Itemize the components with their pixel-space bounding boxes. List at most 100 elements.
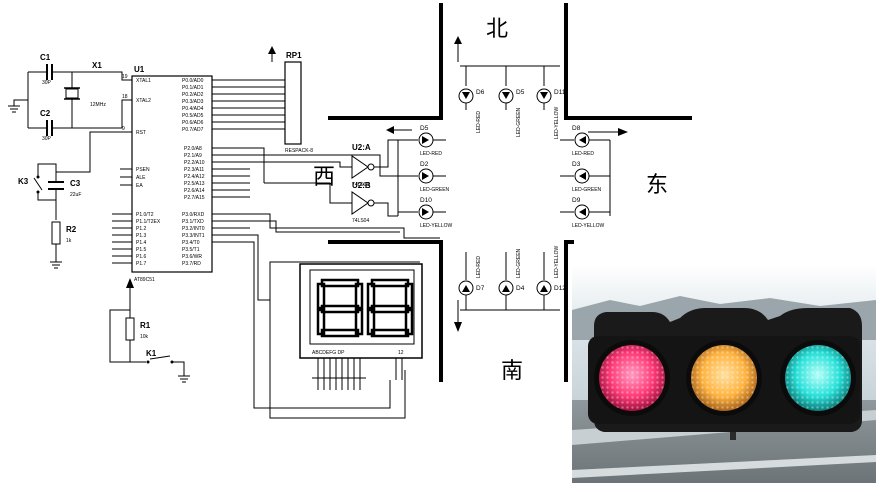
led-ref: D4 [516,285,525,292]
pin-number: 19 [122,74,128,80]
led-south-red: D7 LED-RED [458,252,485,310]
pin-label: P3.7/RD [182,261,201,267]
led-ref: D12 [554,285,566,292]
arrow-south-icon [454,300,462,332]
led-ref: D5 [420,125,429,132]
led-type: LED-GREEN [516,107,522,137]
rp1-value: RESPACK-8 [285,148,313,154]
k3-ref: K3 [18,177,29,186]
led-type: LED-YELLOW [420,223,453,229]
pin-number: 9 [122,126,125,132]
led-group-south: D7 LED-RED D4 LED-GREEN D12 LED-YELLOW [458,245,566,311]
road-nw-corner [328,3,443,120]
led-group-north: D6 LED-RED D5 LED-GREEN D11 LED-YELLOW [458,65,566,139]
pin-label: P2.3/A11 [184,167,204,173]
led-ref: D2 [420,161,429,168]
led-ref: D6 [476,89,485,96]
led-type: LED-GREEN [572,187,602,193]
intersection-roads [328,3,692,382]
led-east-red: D8 LED-RED [560,125,610,157]
display-digit-labels: 12 [398,350,404,356]
direction-south: 南 [501,359,523,384]
pin-number: 18 [122,94,128,100]
light-green-icon [780,340,856,416]
led-type: LED-YELLOW [572,223,605,229]
display-pin-labels: ABCDEFG DP [312,350,345,356]
pin-label: P3.0/RXD [182,212,205,218]
rp1-ref: RP1 [286,51,302,60]
pin-label: XTAL1 [136,78,151,84]
r1-ref: R1 [140,321,151,330]
inverter-u2a: U2:A 74LS04 [250,139,398,188]
u2b-value: 74LS04 [352,218,369,224]
pin-label: P3.6/WR [182,254,202,260]
reset-section: K3 C3 22uF R2 1k [18,131,132,269]
arrow-west-icon [386,126,412,134]
c2-ref: C2 [40,109,51,118]
light-yellow-icon [686,340,762,416]
pin-label: P0.1/AD1 [182,85,204,91]
seven-segment-display: ABCDEFG DP 12 [299,263,423,390]
led-type: LED-YELLOW [554,106,560,139]
led-type: LED-YELLOW [554,245,560,278]
road-sw-corner [328,240,443,382]
mcu-ref: U1 [134,65,145,74]
k1-ref: K1 [146,349,157,358]
pin-label: P3.1/TXD [182,219,204,225]
c1-value: 30P [42,80,52,86]
led-ref: D10 [420,197,432,204]
pin-label: P0.7/AD7 [182,127,204,133]
led-ref: D5 [516,89,525,96]
led-ref: D3 [572,161,581,168]
pin-label: P1.5 [136,247,147,253]
pin-label: P1.7 [136,261,147,267]
led-ref: D7 [476,285,485,292]
pin-label: XTAL2 [136,98,151,104]
mcu-port2: P2.0/A8 P2.1/A9 P2.2/A10 P2.3/A11 P2.4/A… [184,146,205,201]
mcu-port0-wires [212,79,285,130]
oscillator-section: C1 30P C2 30P X1 12MHz [8,53,132,142]
x1-ref: X1 [92,61,102,70]
led-west-red: D5 LED-RED [398,125,446,157]
pin-label: P2.4/A12 [184,174,205,180]
pin-label: P0.0/AD0 [182,78,204,84]
pin-label: P1.2 [136,226,147,232]
display-pins [312,358,403,390]
mcu-port3-wires [212,213,250,243]
c2-value: 30P [42,136,52,142]
pin-label: P1.1/T2EX [136,219,161,225]
mcu-port2-wires [212,147,250,198]
pin-label: ALE [136,175,146,181]
led-ref: D11 [554,89,566,96]
u2b-ref: U2:B [352,181,371,190]
mcu-left-pins: XTAL1 XTAL2 RST PSEN ALE EA P1.0/T2 P1.1… [122,74,161,267]
r1-value: 10k [140,334,149,340]
c3-value: 22uF [70,192,81,198]
led-type: LED-RED [572,151,594,157]
led-group-west: D5 LED-RED D2 LED-GREEN D10 LED-YELLOW [397,125,453,229]
led-type: LED-RED [420,151,442,157]
pin-label: P2.7/A15 [184,195,205,201]
pin-label: P1.4 [136,240,147,246]
led-east-green: D3 LED-GREEN [560,161,610,193]
pin-label: P0.2/AD2 [182,92,204,98]
arrow-north-icon [454,36,462,62]
r2-value: 1k [66,238,72,244]
led-north-yellow: D11 LED-YELLOW [536,66,566,139]
pin-label: P1.3 [136,233,147,239]
pin-label: PSEN [136,167,150,173]
mcu-u1: U1 XTAL1 XTAL2 RST PSEN ALE EA P1.0/T2 P… [112,65,285,283]
pin-label: P3.4/T0 [182,240,200,246]
led-type: LED-RED [476,256,482,278]
direction-west: 西 [313,165,335,190]
led-ref: D8 [572,125,581,132]
signal-wires [250,147,440,419]
pin-label: P0.4/AD4 [182,106,204,112]
r2-ref: R2 [66,225,77,234]
traffic-light-photo [572,264,876,483]
mcu-port3: P3.0/RXD P3.1/TXD P3.2/INT0 P3.3/INT1 P3… [182,212,205,267]
led-west-green: D2 LED-GREEN [398,161,450,193]
pin-label: P2.2/A10 [184,160,205,166]
led-type: LED-GREEN [420,187,450,193]
